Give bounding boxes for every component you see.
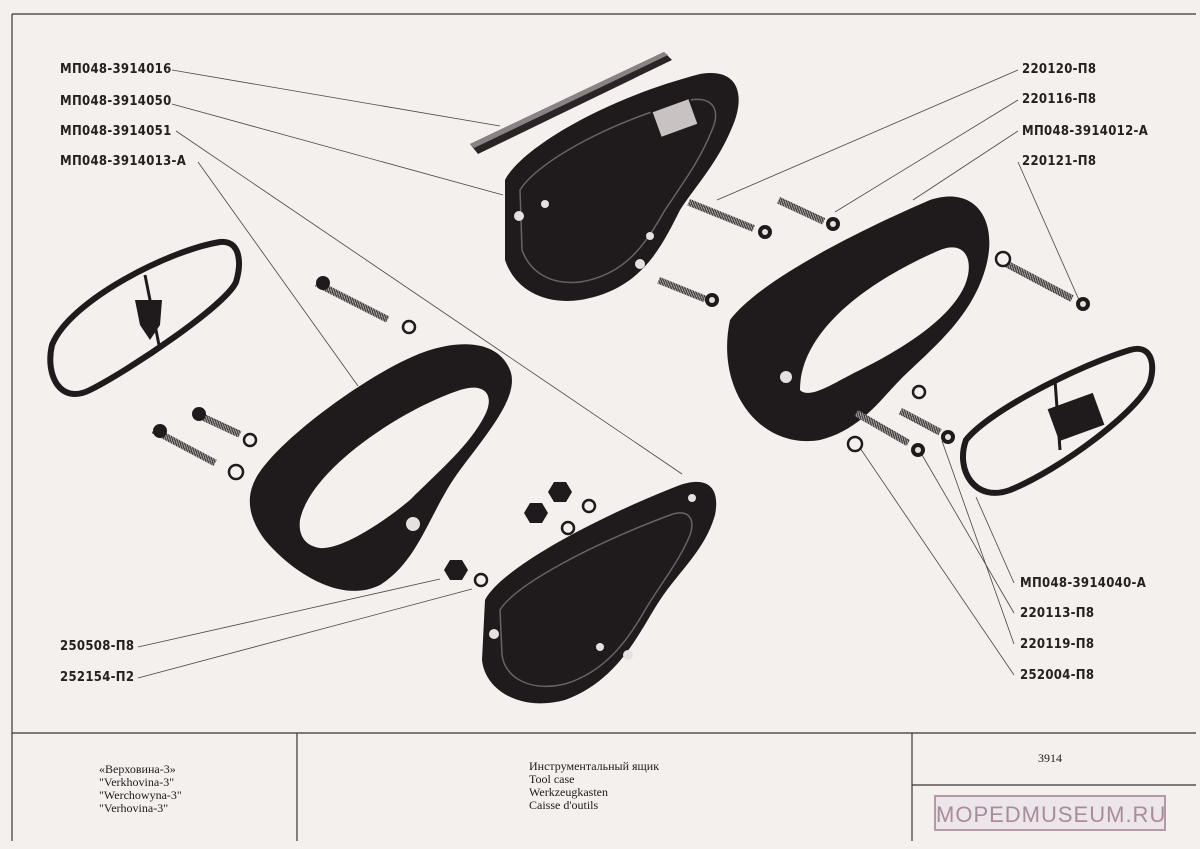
- bolt: [314, 276, 390, 323]
- washers-and-nuts: [227, 250, 1012, 588]
- callout-left-2: МП048-3914050: [60, 94, 172, 109]
- sheet-number: 3914: [1038, 751, 1062, 765]
- site-watermark: MOPEDMUSEUM.RU: [934, 795, 1166, 831]
- callout-bottom-left-2: 252154-П2: [60, 670, 135, 685]
- bolt: [854, 410, 925, 457]
- title-ru: Инструментальный ящик: [529, 759, 660, 773]
- callout-right-top-3: МП048-3914012-А: [1022, 124, 1149, 139]
- title-en: Tool case: [529, 772, 575, 786]
- bolt: [657, 277, 719, 307]
- leader-lines: [137, 69, 1080, 679]
- callout-right-top-4: 220121-П8: [1022, 154, 1097, 169]
- bolt: [687, 199, 772, 239]
- left-outer-cover: [47, 238, 242, 397]
- callout-bottom-right-1: МП048-3914040-А: [1020, 576, 1147, 591]
- drawing-frame: [11, 13, 1196, 841]
- callout-left-3: МП048-3914051: [60, 124, 172, 139]
- right-outer-cover: [959, 345, 1156, 496]
- model-name-de: "Werchowyna-3": [99, 788, 182, 802]
- bolt: [999, 257, 1090, 311]
- callout-left-1: МП048-3914016: [60, 62, 172, 77]
- callout-right-top-2: 220116-П8: [1022, 92, 1097, 107]
- callout-left-4: МП048-3914013-А: [60, 154, 187, 169]
- rubber-seal-strip: [470, 52, 672, 154]
- lower-case-lid: [482, 481, 717, 704]
- bolt: [192, 407, 242, 438]
- callout-bottom-right-3: 220119-П8: [1020, 637, 1095, 652]
- callout-bottom-right-2: 220113-П8: [1020, 606, 1095, 621]
- title-de: Werkzeugkasten: [529, 785, 608, 799]
- callout-bottom-left-1: 250508-П8: [60, 639, 135, 654]
- bolt: [151, 424, 217, 467]
- title-fr: Caisse d'outils: [529, 798, 599, 812]
- model-name-en: "Verkhovina-3": [99, 775, 175, 789]
- model-name-ru: «Верховина-3»: [99, 762, 176, 776]
- left-case-body: [249, 344, 512, 591]
- upper-case-lid: [505, 73, 739, 301]
- bolts: [151, 196, 1090, 467]
- bolt: [898, 408, 955, 444]
- model-name-fr: "Verhovina-3": [99, 801, 169, 815]
- right-case-body: [727, 196, 990, 442]
- callout-right-top-1: 220120-П8: [1022, 62, 1097, 77]
- callout-bottom-right-4: 252004-П8: [1020, 668, 1095, 683]
- bolt: [777, 196, 840, 231]
